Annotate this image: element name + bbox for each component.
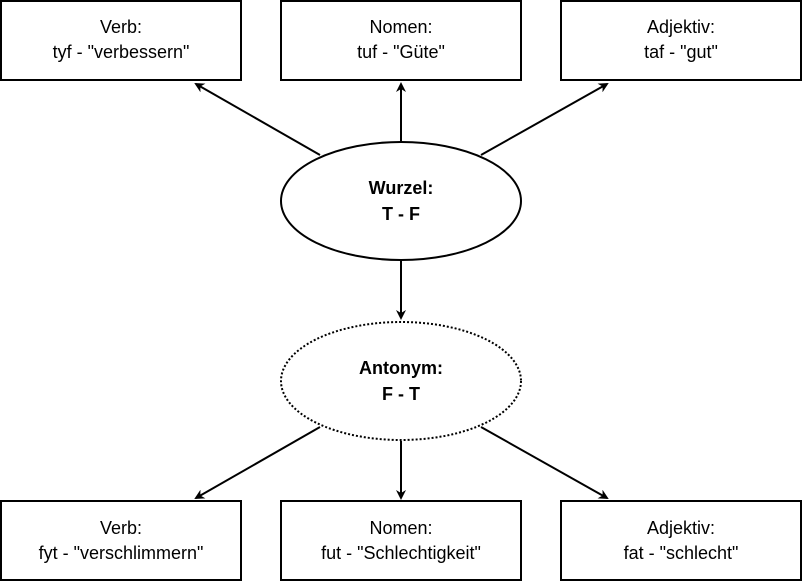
- top-box-verb-label: Verb:: [100, 17, 142, 37]
- bottom-box-verb-value: fyt - "verschlimmern": [39, 543, 204, 563]
- edge-antonym-to-verb: [194, 426, 321, 499]
- root-node: Wurzel: T - F: [280, 141, 522, 261]
- root-value: T - F: [382, 204, 420, 224]
- top-box-noun-value: tuf - "Güte": [357, 42, 445, 62]
- top-box-adjective: Adjektiv: taf - "gut": [560, 0, 802, 81]
- bottom-box-verb-label: Verb:: [100, 518, 142, 538]
- bottom-box-verb: Verb: fyt - "verschlimmern": [0, 500, 242, 581]
- top-box-adjective-value: taf - "gut": [644, 42, 718, 62]
- top-box-adjective-label: Adjektiv:: [647, 17, 715, 37]
- bottom-box-noun-label: Nomen:: [369, 518, 432, 538]
- edge-antonym-to-adjective: [480, 426, 609, 499]
- root-label: Wurzel:: [369, 178, 434, 198]
- edges: [194, 82, 609, 500]
- edge-root-to-verb: [194, 83, 321, 156]
- antonym-value: F - T: [382, 384, 420, 404]
- top-box-noun-label: Nomen:: [369, 17, 432, 37]
- edge-root-to-adjective: [480, 83, 609, 156]
- top-box-noun: Nomen: tuf - "Güte": [280, 0, 522, 81]
- bottom-box-adjective-label: Adjektiv:: [647, 518, 715, 538]
- bottom-box-noun: Nomen: fut - "Schlechtigkeit": [280, 500, 522, 581]
- bottom-box-adjective-value: fat - "schlecht": [624, 543, 739, 563]
- bottom-box-noun-value: fut - "Schlechtigkeit": [321, 543, 481, 563]
- antonym-node: Antonym: F - T: [280, 321, 522, 441]
- bottom-box-adjective: Adjektiv: fat - "schlecht": [560, 500, 802, 581]
- top-box-verb-value: tyf - "verbessern": [53, 42, 190, 62]
- antonym-label: Antonym:: [359, 358, 443, 378]
- top-box-verb: Verb: tyf - "verbessern": [0, 0, 242, 81]
